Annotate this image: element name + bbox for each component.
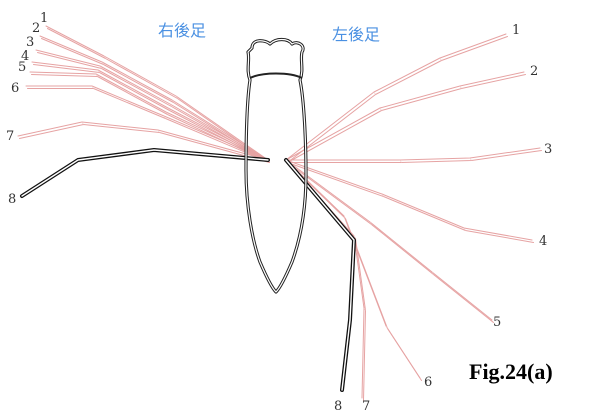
insect-pronotum-line bbox=[249, 72, 303, 79]
right-leg-6 bbox=[25, 85, 270, 163]
right-leg-2 bbox=[39, 35, 270, 163]
right-leg-1-edge bbox=[47, 28, 270, 163]
right-leg-7-outline bbox=[17, 121, 269, 161]
left-leg-2-outline bbox=[285, 71, 525, 161]
left-leg-2-joint bbox=[379, 107, 382, 111]
left-leg-3-joint bbox=[399, 159, 402, 163]
right-leg-1 bbox=[45, 25, 270, 163]
right-leg-1-outline bbox=[45, 25, 269, 161]
left-leg-8-core bbox=[285, 159, 355, 391]
right-leg-4-joint bbox=[167, 107, 170, 111]
header-right-hind-legs: 右後足 bbox=[158, 21, 206, 40]
right-leg-8-core bbox=[21, 149, 269, 197]
right-leg-3-edge bbox=[37, 52, 270, 163]
right-leg-3-joint bbox=[99, 65, 102, 69]
left-leg-3-outline bbox=[285, 147, 541, 161]
left-leg-3-joint bbox=[469, 157, 472, 161]
left-hind-leg-group bbox=[284, 33, 542, 401]
left-leg-1 bbox=[285, 33, 508, 163]
right-leg-7 bbox=[17, 121, 270, 163]
right-leg-8 bbox=[20, 148, 270, 198]
left-leg-7-joint bbox=[353, 235, 356, 239]
right-leg-5-outline bbox=[29, 71, 269, 161]
right-leg-3-outline bbox=[35, 49, 269, 161]
right-leg-5-joint bbox=[95, 73, 98, 77]
right-leg-7-joint bbox=[157, 129, 160, 133]
left-leg-2 bbox=[285, 71, 526, 163]
right-leg-3 bbox=[35, 49, 270, 163]
left-leg-label-3: 3 bbox=[544, 142, 552, 157]
right-leg-4-edge bbox=[33, 64, 270, 163]
right-leg-label-1: 1 bbox=[40, 11, 48, 26]
left-leg-5-joint bbox=[431, 271, 434, 275]
left-leg-labels: 1 2 3 4 5 6 7 8 bbox=[334, 23, 552, 412]
right-leg-label-2: 2 bbox=[32, 21, 40, 36]
insect-body-inner-line bbox=[245, 38, 307, 293]
right-leg-4 bbox=[31, 61, 270, 163]
right-leg-label-7: 7 bbox=[6, 129, 14, 144]
right-leg-label-3: 3 bbox=[26, 35, 34, 50]
right-leg-3-joint bbox=[169, 103, 172, 107]
left-leg-5 bbox=[285, 159, 494, 323]
figure-label: Fig.24(a) bbox=[469, 359, 553, 384]
left-leg-4-joint bbox=[463, 227, 466, 231]
left-leg-4 bbox=[285, 159, 534, 243]
right-leg-7-edge bbox=[19, 124, 270, 163]
right-leg-5 bbox=[29, 71, 270, 163]
right-leg-1-joint bbox=[175, 95, 178, 99]
left-leg-label-8: 8 bbox=[334, 399, 342, 412]
right-leg-2-edge bbox=[41, 38, 270, 163]
right-leg-4-joint bbox=[97, 69, 100, 73]
left-leg-label-6: 6 bbox=[424, 375, 432, 390]
right-leg-2-joint bbox=[101, 61, 104, 65]
right-leg-1-joint bbox=[103, 55, 106, 59]
right-leg-label-6: 6 bbox=[11, 81, 19, 96]
right-leg-5-joint bbox=[165, 111, 168, 115]
left-leg-4-joint bbox=[381, 193, 384, 197]
left-leg-6-joint bbox=[385, 325, 388, 329]
left-leg-5-edge bbox=[287, 162, 494, 323]
left-leg-5-joint bbox=[369, 221, 372, 225]
left-leg-6-edge bbox=[287, 162, 422, 381]
left-leg-6 bbox=[285, 159, 422, 381]
right-leg-6-outline bbox=[25, 85, 269, 161]
right-leg-7-joint bbox=[81, 121, 84, 125]
left-leg-6-joint bbox=[343, 215, 346, 219]
right-leg-2-joint bbox=[171, 99, 174, 103]
left-leg-4-edge bbox=[287, 162, 534, 243]
left-leg-4-outline bbox=[285, 159, 533, 241]
left-leg-1-joint bbox=[373, 91, 376, 95]
right-leg-6-edge bbox=[27, 88, 270, 163]
left-leg-label-2: 2 bbox=[530, 64, 538, 79]
right-leg-label-5: 5 bbox=[18, 60, 26, 75]
right-leg-6-joint bbox=[163, 115, 166, 119]
insect-body bbox=[244, 37, 308, 294]
header-left-hind-legs: 左後足 bbox=[332, 25, 380, 44]
left-leg-1-edge bbox=[287, 36, 508, 163]
left-leg-label-1: 1 bbox=[512, 23, 520, 38]
left-leg-7-joint bbox=[363, 307, 366, 311]
right-leg-4-outline bbox=[31, 61, 269, 161]
left-leg-label-5: 5 bbox=[493, 315, 501, 330]
left-leg-2-edge bbox=[287, 74, 526, 163]
right-leg-label-8: 8 bbox=[8, 192, 16, 207]
left-leg-label-4: 4 bbox=[539, 234, 547, 249]
left-leg-label-7: 7 bbox=[362, 399, 370, 412]
right-leg-labels: 1 2 3 4 5 6 7 8 bbox=[6, 11, 48, 207]
right-leg-5-edge bbox=[31, 74, 270, 163]
left-leg-3 bbox=[285, 147, 542, 163]
right-leg-6-joint bbox=[91, 85, 94, 89]
left-leg-8 bbox=[284, 158, 356, 392]
left-leg-2-joint bbox=[459, 85, 462, 89]
left-leg-1-outline bbox=[285, 33, 507, 161]
right-leg-label-4: 4 bbox=[21, 49, 29, 64]
left-leg-3-edge bbox=[287, 150, 542, 163]
right-leg-2-outline bbox=[39, 35, 269, 161]
left-leg-1-joint bbox=[439, 57, 442, 61]
right-hind-leg-group bbox=[17, 25, 270, 198]
left-leg-5-outline bbox=[285, 159, 493, 321]
